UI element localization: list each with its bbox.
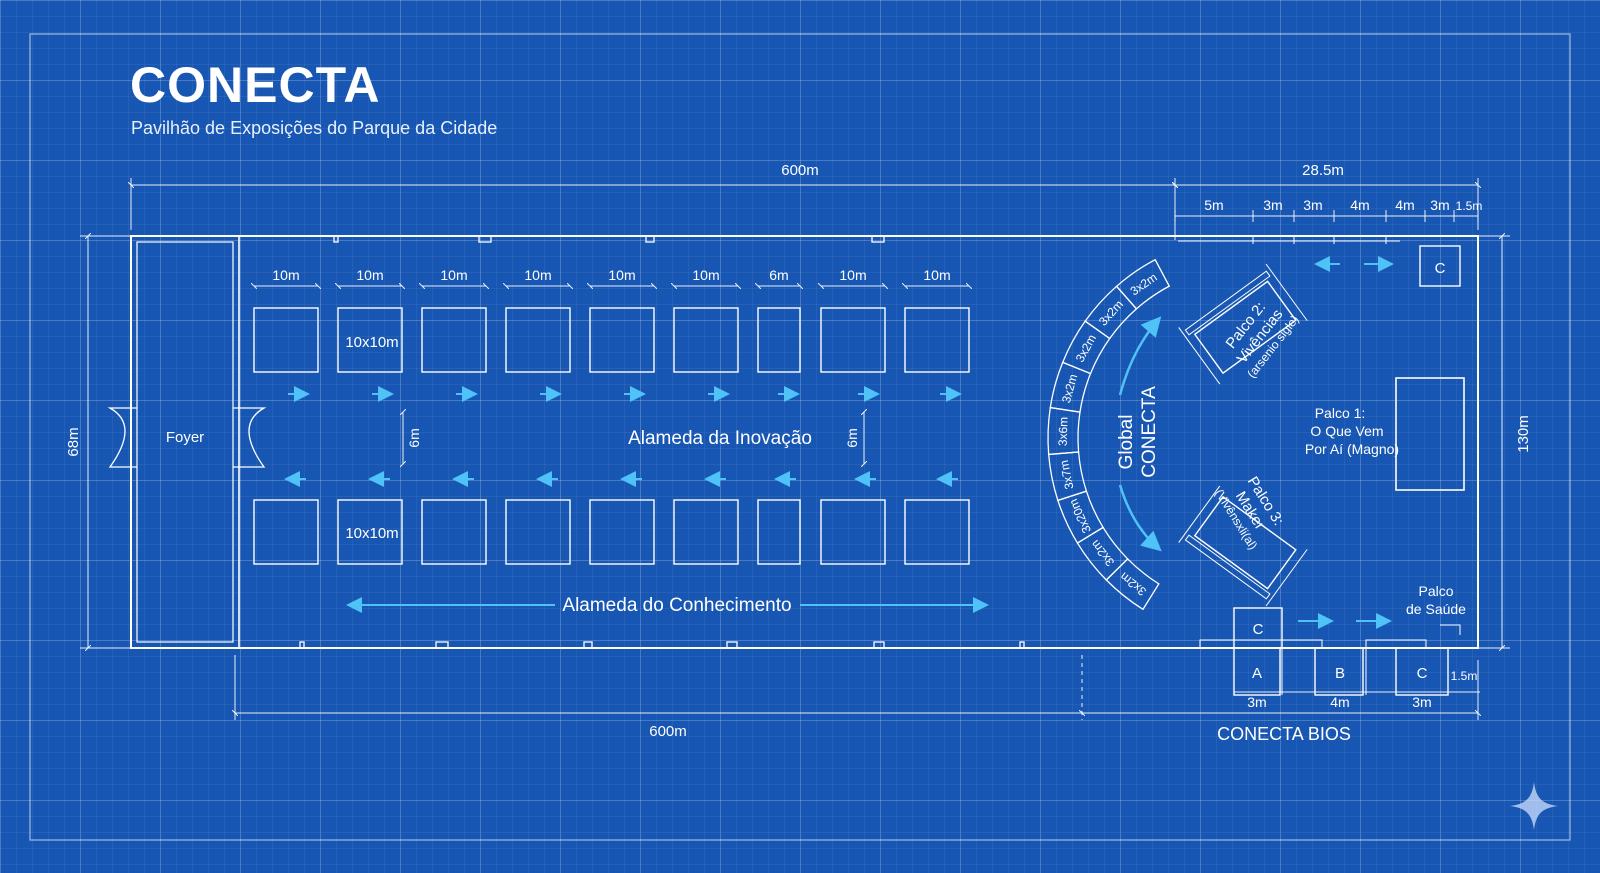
booth-top-1: [253, 307, 319, 373]
room-c-label: C: [1417, 665, 1428, 682]
seg-2: 3m: [1263, 197, 1282, 213]
booth-width-2: 10m: [356, 267, 383, 283]
arc-segment-label-4: 3x2m: [1059, 373, 1080, 405]
booth-bottom-4: [505, 499, 571, 565]
conecta-bios: C A B C 3m 4m 3m 1.5m CONECTA BIOS: [1199, 607, 1480, 744]
sparkle-icon: [1510, 782, 1558, 830]
saude-line2: de Saúde: [1406, 601, 1466, 617]
bios-dim-a: 3m: [1247, 694, 1266, 710]
arc-segment-9: [1105, 557, 1160, 611]
dim-bottom-label: 600m: [649, 723, 687, 740]
dim-top-label: 600m: [781, 162, 819, 179]
venue-subtitle: Pavilhão de Exposições do Parque da Cida…: [131, 118, 498, 138]
conecta-bios-label: CONECTA BIOS: [1217, 724, 1351, 744]
seg-4: 4m: [1350, 197, 1369, 213]
booth-top-5: [589, 307, 655, 373]
alameda-conhecimento: Alameda do Conhecimento: [346, 595, 989, 616]
palco-2-label: Palco 2: Vivências (arsenio sigle): [1222, 299, 1301, 381]
saude-line1: Palco: [1418, 583, 1453, 599]
alameda-inovacao-label: Alameda da Inovação: [628, 428, 812, 449]
wall-ticks-bottom: [299, 641, 1025, 649]
dim-left-label: 68m: [65, 427, 82, 456]
palco-2: [1178, 263, 1308, 385]
booth-top-4: [505, 307, 571, 373]
alameda-conhecimento-label: Alameda do Conhecimento: [562, 595, 791, 616]
foyer-area: Foyer: [107, 235, 267, 649]
aisle-dim-left: 6m: [403, 412, 422, 464]
dim-right-label: 130m: [1515, 415, 1532, 453]
booth-bottom-1: [253, 499, 319, 565]
palco-saude: Palco de Saúde: [1406, 583, 1466, 635]
booth-width-8: 10m: [839, 267, 866, 283]
room-c-upper-label: C: [1253, 621, 1264, 638]
dimension-top: 600m 28.5m: [131, 162, 1478, 240]
palco-1: Palco 1: O Que Vem Por Aí (Magno): [1305, 377, 1465, 491]
palco1-subtitle: Por Aí (Magno): [1305, 441, 1399, 457]
wall-ticks-top: [333, 235, 885, 243]
booth-top-8: [820, 307, 886, 373]
booth-grid: [253, 307, 970, 565]
palco1-title: Palco 1:: [1315, 405, 1366, 421]
room-b-label: B: [1335, 665, 1345, 682]
booth-bottom-6: [673, 499, 739, 565]
booth-top-7: [757, 307, 801, 373]
aisle-width-right: 6m: [844, 428, 860, 447]
palco-3: [1178, 485, 1308, 607]
booth-top-3: [421, 307, 487, 373]
seg-7: 1.5m: [1456, 199, 1483, 213]
booth-bottom-5: [589, 499, 655, 565]
seg-3: 3m: [1303, 197, 1322, 213]
global-line1: Global: [1116, 415, 1137, 470]
booth-bottom-7: [757, 499, 801, 565]
palco-3-label: Palco 3: Maker (Vivênsxli(al): [1212, 474, 1287, 553]
booth-width-9: 10m: [923, 267, 950, 283]
booth-top-9: [904, 307, 970, 373]
foyer-label: Foyer: [166, 429, 204, 446]
dim-top-right-label: 28.5m: [1302, 162, 1344, 179]
booth-width-4: 10m: [524, 267, 551, 283]
booth-bottom-2: [337, 499, 403, 565]
bios-dim-c: 3m: [1412, 694, 1431, 710]
room-a-label: A: [1252, 665, 1262, 682]
seg-5: 4m: [1395, 197, 1414, 213]
flow-arrows: [284, 386, 962, 487]
seg-6: 3m: [1430, 197, 1449, 213]
aisle-width-left: 6m: [406, 428, 422, 447]
room-c-top-label: C: [1435, 260, 1446, 277]
drawing-frame: [29, 33, 1571, 841]
booth-top-2: [337, 307, 403, 373]
booth-width-7: 6m: [769, 267, 788, 283]
arc-segment-label-3: 3x2m: [1073, 332, 1099, 364]
room-c-top: C: [1419, 245, 1461, 287]
booth-width-3: 10m: [440, 267, 467, 283]
palco1-name: O Que Vem: [1310, 423, 1383, 439]
bios-dim-b: 4m: [1330, 694, 1349, 710]
booth-width-1: 10m: [272, 267, 299, 283]
booth-bottom-8: [820, 499, 886, 565]
booth-width-dims: 10m 10m 10m 10m 10m 10m 6m 10m 10m: [254, 267, 969, 286]
booth-width-6: 10m: [692, 267, 719, 283]
booth-size-bottom: 10x10m: [345, 525, 398, 542]
dimension-top-right-segments: 5m 3m 3m 4m 4m 3m 1.5m: [1174, 197, 1483, 244]
dimension-right: 130m: [1478, 236, 1532, 648]
aisle-dim-right: 6m: [844, 412, 864, 464]
dimension-left: 68m: [65, 236, 131, 648]
bios-edge-dim: 1.5m: [1451, 669, 1478, 683]
booth-size-top: 10x10m: [345, 334, 398, 351]
arc-segment-label-6: 3x7m: [1057, 459, 1076, 491]
global-line2: CONECTA: [1139, 386, 1160, 478]
booth-bottom-9: [904, 499, 970, 565]
booth-bottom-3: [421, 499, 487, 565]
brand-logo: CONECTA: [130, 57, 381, 113]
arc-segment-label-5: 3x6m: [1056, 417, 1071, 447]
booth-width-5: 10m: [608, 267, 635, 283]
global-conecta-label: Global CONECTA: [1116, 316, 1162, 552]
seg-1: 5m: [1204, 197, 1223, 213]
booth-top-6: [673, 307, 739, 373]
dimension-bottom: 600m: [235, 655, 1478, 740]
